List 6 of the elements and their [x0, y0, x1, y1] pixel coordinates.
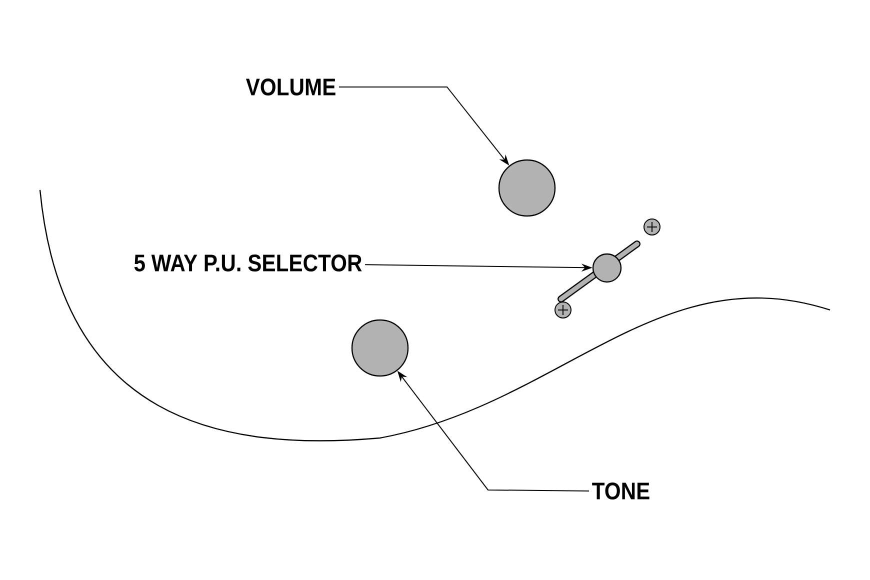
callout-label: 5 WAY P.U. SELECTOR: [134, 254, 362, 272]
selector-switch-drawing: [554, 218, 660, 318]
callout-label: TONE: [592, 482, 650, 500]
knob: [498, 159, 556, 217]
knob: [351, 319, 409, 377]
callout-label: VOLUME: [246, 78, 336, 96]
